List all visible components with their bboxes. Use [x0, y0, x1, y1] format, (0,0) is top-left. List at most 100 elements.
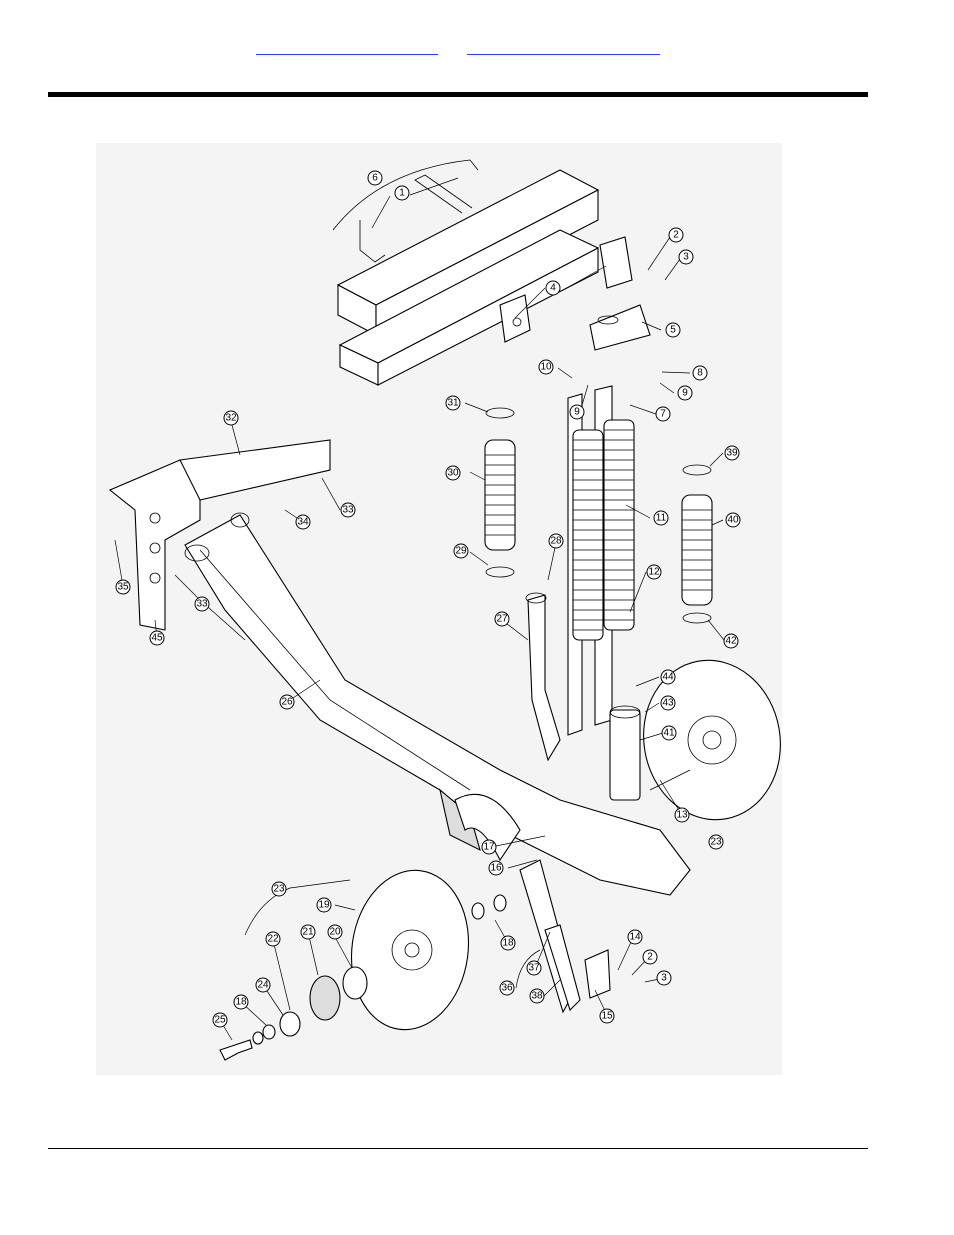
guide-tube: [610, 706, 640, 800]
spring-left: [485, 408, 515, 577]
svg-text:13: 13: [676, 810, 688, 821]
callout-45: 45: [150, 631, 164, 645]
svg-text:31: 31: [447, 398, 459, 409]
callout-33b: 33: [195, 597, 209, 611]
svg-text:40: 40: [727, 515, 739, 526]
callout-18a: 18: [501, 936, 515, 950]
callout-42: 42: [724, 634, 738, 648]
svg-text:37: 37: [528, 963, 540, 974]
svg-text:43: 43: [662, 698, 674, 709]
callout-3a: 3: [679, 250, 693, 264]
svg-text:3: 3: [683, 252, 689, 263]
callout-36: 36: [500, 981, 514, 995]
svg-text:25: 25: [214, 1015, 226, 1026]
svg-text:36: 36: [501, 983, 513, 994]
scraper: [526, 593, 560, 760]
svg-text:18: 18: [502, 938, 514, 949]
callout-35: 35: [116, 580, 130, 594]
callout-20: 20: [328, 925, 342, 939]
callout-27: 27: [495, 612, 509, 626]
svg-text:39: 39: [726, 448, 738, 459]
callout-11: 11: [654, 511, 668, 525]
svg-text:41: 41: [663, 728, 675, 739]
callout-24: 24: [256, 978, 270, 992]
svg-text:8: 8: [697, 368, 703, 379]
svg-text:21: 21: [302, 927, 314, 938]
callout-2b: 2: [643, 950, 657, 964]
callout-30: 30: [446, 466, 460, 480]
callout-8: 8: [693, 366, 707, 380]
right-disc: [631, 649, 793, 830]
svg-text:6: 6: [372, 173, 378, 184]
svg-text:38: 38: [531, 991, 543, 1002]
svg-text:23: 23: [710, 837, 722, 848]
svg-text:17: 17: [483, 842, 495, 853]
svg-text:42: 42: [725, 636, 737, 647]
down-pressure-springs: [568, 386, 634, 735]
callout-44: 44: [661, 670, 675, 684]
svg-text:2: 2: [673, 230, 679, 241]
callout-2a: 2: [669, 228, 683, 242]
svg-text:1: 1: [399, 188, 405, 199]
spring-right: [682, 465, 712, 623]
callout-34: 34: [296, 515, 310, 529]
svg-text:9: 9: [574, 407, 580, 418]
svg-text:11: 11: [656, 513, 667, 524]
svg-text:22: 22: [267, 934, 279, 945]
callout-37: 37: [527, 961, 541, 975]
callout-22: 22: [266, 932, 280, 946]
bottom-rule: [48, 1148, 868, 1149]
svg-text:45: 45: [151, 633, 163, 644]
callout-10: 10: [539, 360, 553, 374]
svg-text:27: 27: [496, 614, 508, 625]
svg-text:16: 16: [490, 863, 502, 874]
callout-33a: 33: [341, 503, 355, 517]
callout-23a: 23: [272, 882, 286, 896]
svg-text:24: 24: [257, 980, 269, 991]
svg-text:26: 26: [281, 697, 293, 708]
callout-16: 16: [489, 861, 503, 875]
callout-5: 5: [666, 323, 680, 337]
callout-12: 12: [647, 565, 661, 579]
callout-13: 13: [675, 808, 689, 822]
svg-text:32: 32: [225, 413, 237, 424]
svg-text:3: 3: [661, 973, 667, 984]
svg-text:44: 44: [662, 672, 674, 683]
callout-14: 14: [628, 930, 642, 944]
svg-text:15: 15: [601, 1011, 613, 1022]
closing-arm: [520, 860, 610, 1012]
callout-4: 4: [546, 281, 560, 295]
svg-text:10: 10: [540, 362, 552, 373]
callout-28: 28: [549, 534, 563, 548]
svg-text:23: 23: [273, 884, 285, 895]
svg-text:12: 12: [648, 567, 660, 578]
svg-text:30: 30: [447, 468, 459, 479]
callout-3b: 3: [657, 971, 671, 985]
callout-25: 25: [213, 1013, 227, 1027]
callout-23b: 23: [709, 835, 723, 849]
callout-38: 38: [530, 989, 544, 1003]
callout-15: 15: [600, 1009, 614, 1023]
svg-text:28: 28: [550, 536, 562, 547]
svg-text:4: 4: [550, 283, 556, 294]
left-disc: [220, 863, 506, 1060]
svg-text:5: 5: [670, 325, 676, 336]
callout-31: 31: [446, 396, 460, 410]
callout-29: 29: [454, 544, 468, 558]
svg-text:18: 18: [235, 997, 247, 1008]
svg-text:33: 33: [342, 505, 354, 516]
callout-7: 7: [656, 407, 670, 421]
svg-text:29: 29: [455, 546, 467, 557]
callout-41: 41: [662, 726, 676, 740]
callout-1: 1: [395, 186, 409, 200]
svg-text:34: 34: [297, 517, 309, 528]
svg-text:7: 7: [660, 409, 666, 420]
callout-40: 40: [726, 513, 740, 527]
svg-text:14: 14: [629, 932, 641, 943]
svg-text:35: 35: [117, 582, 129, 593]
callout-39: 39: [725, 446, 739, 460]
svg-text:20: 20: [329, 927, 341, 938]
toolbar-tubes: [338, 170, 598, 385]
callout-17: 17: [482, 840, 496, 854]
